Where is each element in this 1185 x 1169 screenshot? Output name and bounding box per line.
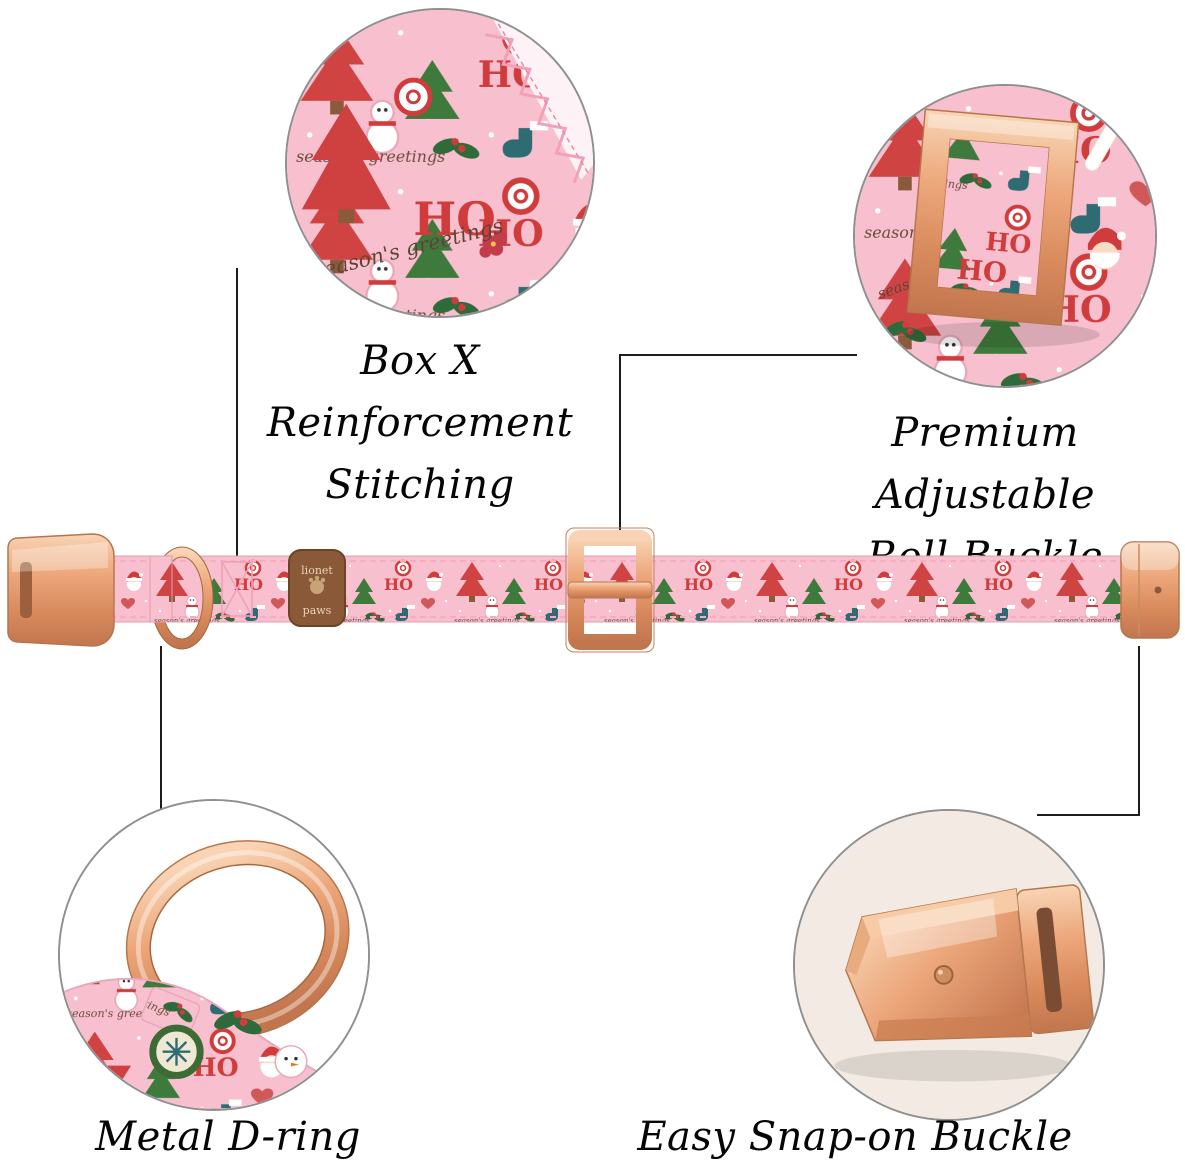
connector-line-snap-buckle-vertical [1138, 646, 1140, 816]
brand-tag: lionet paws [288, 549, 346, 627]
snap-buckle-detail-art [795, 811, 1103, 1119]
stitching-label-line1: Box X Reinforcement [266, 338, 574, 446]
roll-buckle-frame: HO [906, 108, 1080, 327]
connector-line-d-ring [160, 646, 162, 810]
collar-male-buckle [7, 533, 115, 647]
stitching-label: Box X Reinforcement Stitching [215, 330, 625, 516]
santa-motif [1087, 227, 1126, 270]
d-ring-detail-photo [58, 799, 370, 1111]
connector-line-roll-buckle-vertical [619, 354, 621, 542]
d-ring-metal [125, 840, 350, 1039]
roll-buckle-detail-art: season's greetings HO [855, 86, 1155, 386]
ho-print-large: HO [413, 192, 495, 246]
snap-buckle-label: Easy Snap-on Buckle [637, 1114, 1073, 1160]
stitching-detail-photo: HO season's greetings [285, 8, 595, 318]
ho-print-roll: HO [955, 252, 1008, 289]
roll-buckle-detail-photo: season's greetings HO [853, 84, 1157, 388]
stitching-label-line2: Stitching [325, 462, 515, 508]
snap-buckle-detail-photo [793, 809, 1105, 1121]
dog-collar: lionet paws [7, 527, 1180, 653]
collar-female-buckle [1120, 541, 1180, 639]
connector-line-roll-buckle-horizontal [619, 354, 857, 356]
collar-roll-buckle [565, 527, 655, 653]
snap-buckle-metal [845, 884, 1095, 1042]
zigzag-stitch-line [485, 33, 586, 184]
box-x-stitching [221, 561, 253, 617]
holly-motif [214, 1010, 262, 1035]
d-ring-detail-art [60, 801, 368, 1109]
roll-buckle-label-line1: Premium Adjustable [874, 410, 1096, 518]
poinsettia-motif [479, 230, 508, 258]
d-ring-label: Metal D-ring [95, 1114, 361, 1160]
d-ring-fabric-loop [149, 555, 173, 623]
connector-line-snap-buckle-horizontal [1037, 814, 1140, 816]
brand-tag-line1: lionet [301, 564, 333, 577]
holly-motif [884, 321, 927, 342]
connector-line-stitching [236, 268, 238, 564]
ornament-motif [149, 1024, 204, 1079]
brand-tag-line2: paws [303, 604, 332, 617]
stitching-detail-art: HO season's greetings [287, 10, 593, 316]
snowman-motif [274, 1045, 308, 1079]
